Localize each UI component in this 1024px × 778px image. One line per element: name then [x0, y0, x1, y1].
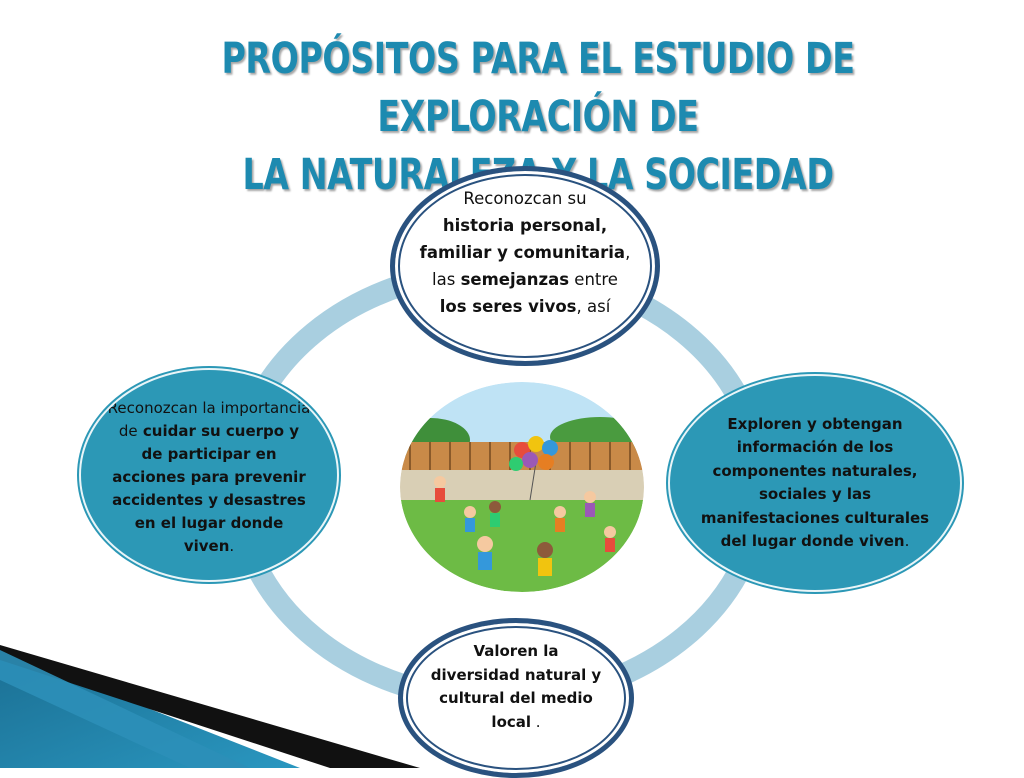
park-scene-icon: [400, 382, 644, 592]
purpose-text-bottom: Valoren la diversidad natural y cultural…: [430, 642, 602, 731]
purpose-bubble-left: Reconozcan la importancia de cuidar su c…: [79, 368, 339, 582]
title-line-1: PROPÓSITOS PARA EL ESTUDIO DE EXPLORACIÓ…: [221, 34, 855, 142]
purpose-text-top: Reconozcan su historia personal, familia…: [419, 189, 631, 316]
purpose-bubble-bottom: Valoren la diversidad natural y cultural…: [398, 618, 634, 778]
purpose-bubble-right: Exploren y obtengan información de los c…: [668, 374, 962, 592]
children-playing-park-illustration: [400, 382, 644, 592]
purpose-text-left: Reconozcan la importancia de cuidar su c…: [107, 398, 311, 555]
purpose-bubble-top: Reconozcan su historia personal, familia…: [390, 166, 660, 366]
purpose-text-right: Exploren y obtengan información de los c…: [700, 414, 930, 551]
